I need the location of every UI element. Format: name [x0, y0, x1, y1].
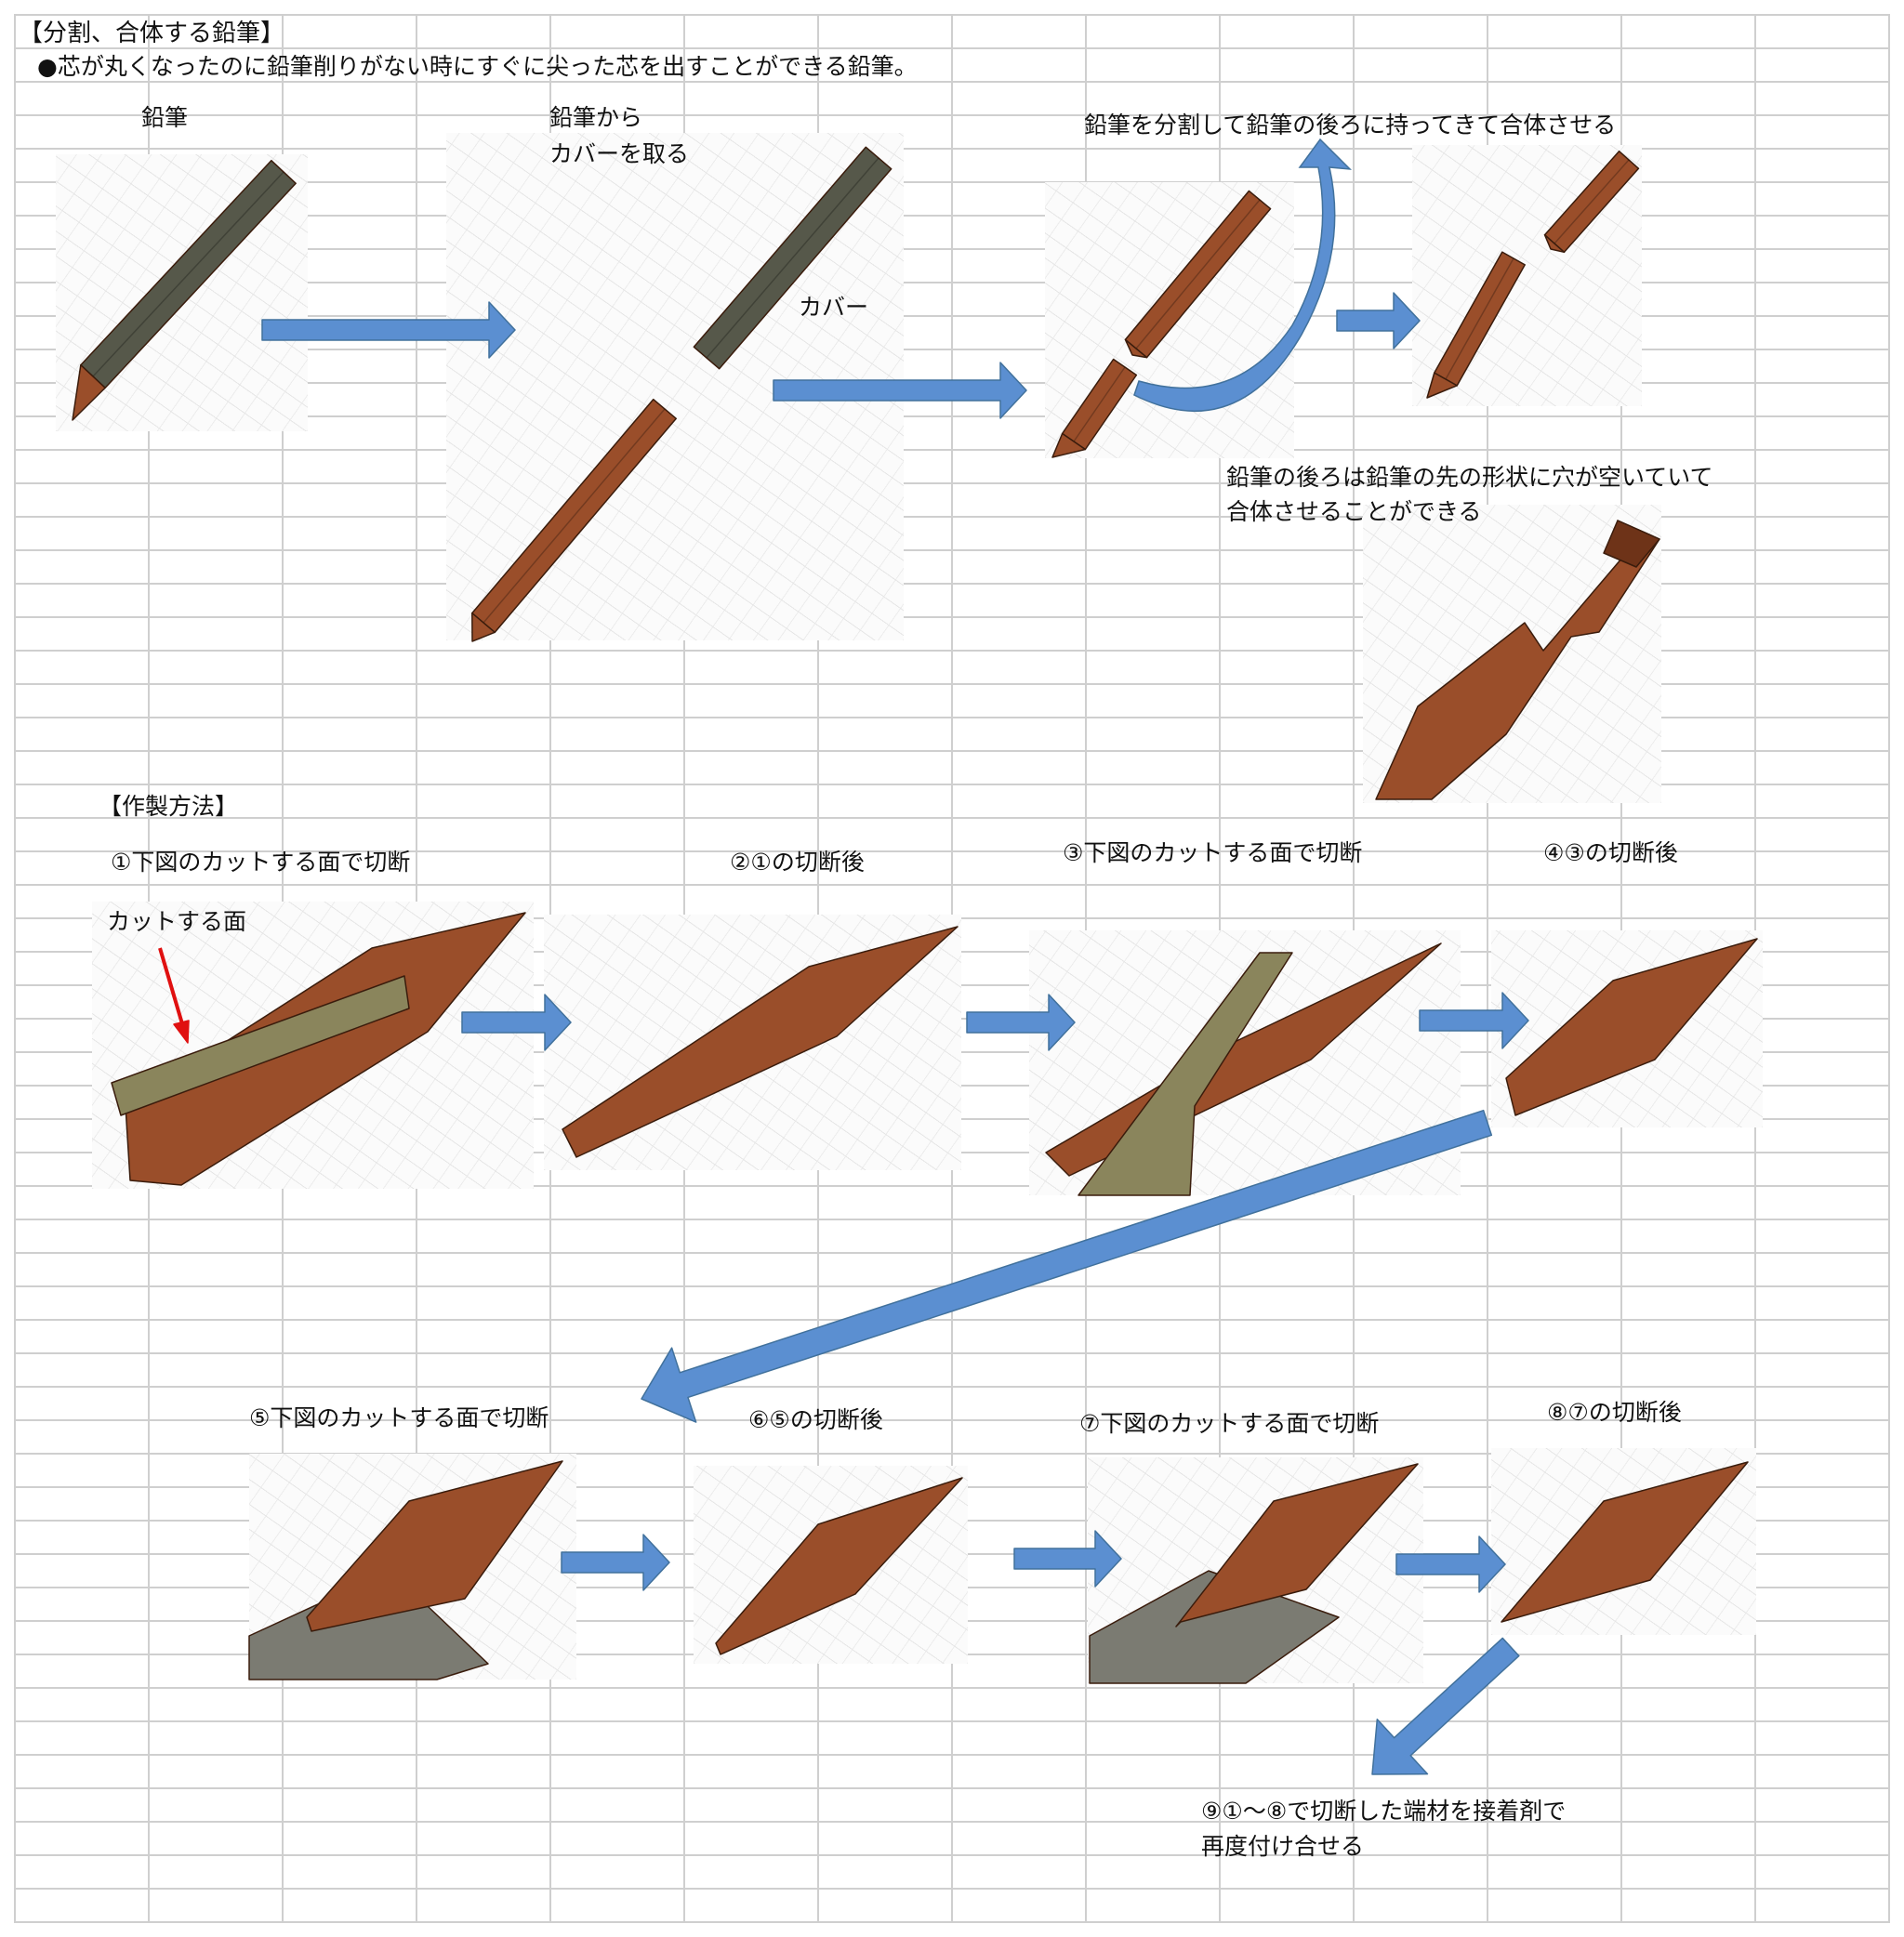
step2-wedge	[562, 926, 959, 1158]
cut-face-label: カットする面	[107, 908, 247, 935]
description: ●芯が丸くなったのに鉛筆削りがない時にすぐに尖った芯を出すことができる鉛筆。	[37, 53, 918, 80]
combined-front-piece-edge	[1554, 159, 1630, 244]
cover	[693, 146, 892, 370]
arrow-1	[261, 301, 516, 359]
step8-wedge	[1501, 1461, 1749, 1623]
method-heading: 【作製方法】	[99, 793, 239, 820]
pencil-back-piece-edge	[1073, 366, 1126, 442]
arrow-step5-6	[561, 1534, 670, 1591]
label-hole-1: 鉛筆の後ろは鉛筆の先の形状に穴が空いていて	[1226, 464, 1713, 491]
step1-wedge	[125, 912, 526, 1186]
cover-edge	[706, 157, 879, 359]
step-1-label: ①下図のカットする面で切断	[111, 849, 411, 876]
step3-cut-plane	[1078, 952, 1293, 1196]
step-3-label: ③下図のカットする面で切断	[1063, 839, 1363, 866]
label-cover: カバー	[799, 294, 869, 321]
combined-back-piece-tip	[1426, 372, 1458, 399]
pencil-back-piece-tip	[1051, 432, 1087, 458]
arrow-2	[773, 362, 1027, 419]
combined-front-piece-tip	[1543, 233, 1566, 254]
pencil-without-cover-tip	[471, 612, 496, 642]
label-remove-cover-2: カバーを取る	[549, 140, 690, 167]
step5-wedge	[306, 1460, 563, 1632]
arrow-step3-4	[1419, 992, 1529, 1049]
step-4-label: ④③の切断後	[1543, 839, 1678, 866]
step6-wedge	[715, 1477, 963, 1655]
arrow-step4-5	[641, 1109, 1493, 1423]
pencil-front-piece-tip	[1124, 338, 1148, 359]
step7-wedge	[1175, 1463, 1419, 1627]
pencil-body-tip	[72, 363, 106, 421]
label-pencil: 鉛筆	[141, 104, 189, 131]
step-6-label: ⑥⑤の切断後	[748, 1406, 883, 1433]
pencil-front-piece-edge	[1135, 199, 1261, 349]
step-8-label: ⑧⑦の切断後	[1547, 1399, 1682, 1426]
arrow-step2-3	[966, 994, 1076, 1051]
step-5-label: ⑤下図のカットする面で切断	[249, 1404, 549, 1431]
pencil-without-cover-edge	[483, 408, 666, 624]
step4-wedge	[1505, 938, 1758, 1116]
red-arrow-head	[173, 1020, 190, 1044]
step1-cut-plane	[111, 975, 410, 1116]
pencil-hole-detail	[1375, 520, 1660, 800]
step7-cut-plane	[1089, 1570, 1340, 1684]
step-9-label-1: ⑨①～⑧で切断した端材を接着剤で	[1201, 1798, 1567, 1825]
arrow-3	[1336, 292, 1421, 349]
hole-opening	[1603, 520, 1660, 568]
pencil-body-edge	[92, 171, 284, 377]
step-9-label-2: 再度付け合せる	[1201, 1833, 1365, 1860]
curved-combine-arrow	[1133, 138, 1352, 413]
combined-back-piece-edge	[1445, 257, 1514, 380]
step-7-label: ⑦下図のカットする面で切断	[1079, 1410, 1380, 1437]
arrow-step1-2	[461, 994, 572, 1051]
label-hole-2: 合体させることができる	[1226, 498, 1482, 525]
arrow-step6-7	[1013, 1530, 1122, 1588]
red-arrow-line	[158, 947, 185, 1028]
label-remove-cover-1: 鉛筆から	[549, 104, 643, 131]
page-title: 【分割、合体する鉛筆】	[19, 20, 285, 47]
arrow-step8-9	[1371, 1637, 1520, 1775]
step-2-label: ②①の切断後	[730, 849, 865, 876]
label-split-combine: 鉛筆を分割して鉛筆の後ろに持ってきて合体させる	[1084, 112, 1617, 138]
arrow-step7-8	[1395, 1535, 1506, 1593]
